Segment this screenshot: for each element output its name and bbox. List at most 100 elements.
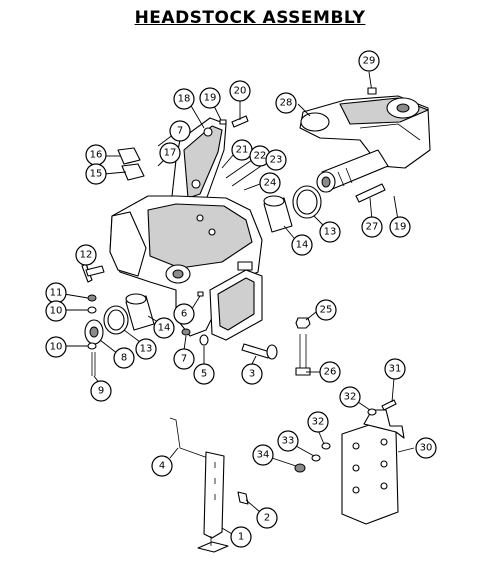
- callout-7-lower: 7: [173, 348, 195, 370]
- callout-label: 20: [234, 86, 247, 97]
- part-33-washer: [311, 454, 321, 462]
- part-28-swivel-head: [299, 95, 431, 193]
- callout-label: 7: [181, 354, 187, 365]
- callout-21: 21: [231, 139, 253, 161]
- callout-10-lower: 10: [45, 336, 67, 358]
- callout-2: 2: [256, 507, 278, 529]
- callout-label: 32: [344, 392, 357, 403]
- callout-32-lower: 32: [307, 411, 329, 433]
- callout-10-upper: 10: [45, 300, 67, 322]
- callout-16: 16: [85, 144, 107, 166]
- page-title: HEADSTOCK ASSEMBLY: [134, 8, 366, 28]
- part-20-pin: [231, 115, 249, 128]
- callout-29: 29: [358, 50, 380, 72]
- part-13-ring-lower: [103, 305, 129, 335]
- callout-14-lower: 14: [153, 317, 175, 339]
- callout-label: 3: [249, 369, 255, 380]
- callout-label: 9: [98, 386, 104, 397]
- callout-label: 32: [312, 417, 325, 428]
- part-16-clip: [117, 147, 141, 165]
- callout-9: 9: [90, 380, 112, 402]
- part-13-ring-upper: [292, 185, 322, 219]
- part-4-crank-handle: [169, 417, 209, 459]
- part-7-nut-lower: [181, 328, 191, 336]
- callout-27: 27: [361, 216, 383, 238]
- callout-label: 14: [296, 240, 309, 251]
- callout-14-upper: 14: [291, 234, 313, 256]
- part-26-bolt: [295, 334, 311, 376]
- callout-23: 23: [265, 149, 287, 171]
- callout-label: 19: [394, 222, 407, 233]
- leader-lines: [63, 98, 415, 535]
- callout-18: 18: [173, 88, 195, 110]
- callout-label: 7: [177, 126, 183, 137]
- callout-label: 28: [280, 98, 293, 109]
- callout-15: 15: [85, 163, 107, 185]
- part-29-bolt: [367, 71, 377, 95]
- part-30-mount-plate: [341, 409, 405, 525]
- callout-11: 11: [45, 282, 67, 304]
- callout-label: 24: [264, 178, 277, 189]
- callout-label: 8: [121, 353, 127, 364]
- callout-12: 12: [75, 244, 97, 266]
- callout-label: 30: [420, 443, 433, 454]
- part-side-plate: [209, 269, 263, 341]
- callout-label: 16: [90, 150, 103, 161]
- part-34-nut: [294, 463, 306, 473]
- callout-24: 24: [259, 172, 281, 194]
- callout-26: 26: [319, 361, 341, 383]
- callout-25: 25: [315, 299, 337, 321]
- callout-6: 6: [173, 303, 195, 325]
- part-11-nut: [87, 294, 97, 302]
- callout-label: 18: [178, 94, 191, 105]
- callout-4: 4: [151, 455, 173, 477]
- callout-label: 11: [50, 288, 63, 299]
- part-10-washer-upper: [87, 306, 97, 314]
- part-31-bolt: [381, 399, 397, 411]
- callout-label: 29: [363, 56, 376, 67]
- callout-label: 25: [320, 305, 333, 316]
- part-1-jack-stand: [197, 451, 229, 553]
- part-12-pin: [81, 263, 105, 283]
- callout-label: 5: [201, 369, 207, 380]
- callout-20: 20: [229, 80, 251, 102]
- callout-label: 13: [140, 344, 153, 355]
- callout-label: 19: [204, 93, 217, 104]
- callout-33: 33: [277, 430, 299, 452]
- callout-label: 6: [181, 309, 187, 320]
- callout-19-lower: 19: [389, 216, 411, 238]
- callout-label: 1: [238, 532, 244, 543]
- part-15-clip: [121, 163, 145, 181]
- part-6-pin: [197, 291, 204, 297]
- part-2-clip: [237, 491, 249, 505]
- callout-5: 5: [193, 363, 215, 385]
- part-5-pin: [199, 334, 209, 346]
- callout-label: 10: [50, 342, 63, 353]
- callout-label: 31: [389, 364, 402, 375]
- part-10-washer-lower: [87, 342, 97, 350]
- callout-31: 31: [384, 358, 406, 380]
- callout-label: 27: [366, 222, 379, 233]
- callout-label: 26: [324, 367, 337, 378]
- callout-13-lower: 13: [135, 338, 157, 360]
- part-27-pin: [355, 183, 386, 203]
- part-25-nut: [295, 317, 311, 329]
- callout-label: 33: [282, 436, 295, 447]
- callout-label: 10: [50, 306, 63, 317]
- callout-3: 3: [241, 363, 263, 385]
- part-14-bushing-lower: [125, 293, 155, 331]
- callout-7-upper: 7: [169, 120, 191, 142]
- callout-label: 22: [254, 151, 267, 162]
- callout-label: 23: [270, 155, 283, 166]
- part-9-bolt: [91, 352, 96, 376]
- callout-17: 17: [159, 142, 181, 164]
- callout-label: 12: [80, 250, 93, 261]
- callout-label: 21: [236, 145, 249, 156]
- callout-label: 2: [264, 513, 270, 524]
- callout-label: 34: [257, 450, 270, 461]
- callout-label: 17: [164, 148, 177, 159]
- part-3-handle-pin: [241, 343, 278, 360]
- part-32-washer-lower: [321, 442, 331, 450]
- callout-34: 34: [252, 444, 274, 466]
